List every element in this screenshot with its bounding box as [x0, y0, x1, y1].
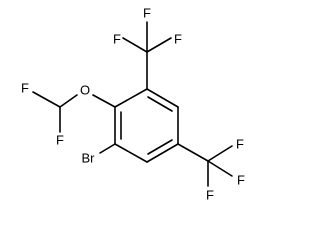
atom-f-top-left: F — [113, 31, 121, 46]
cf3-group-right: F F F — [177, 136, 245, 202]
benzene-ring — [114, 88, 179, 163]
ring-double-bond-2 — [147, 139, 173, 155]
atom-f-chf2-lower: F — [56, 132, 64, 147]
atom-f-top-mid: F — [143, 5, 151, 20]
atom-f-right-mid: F — [237, 172, 245, 187]
bond-c-f-top-left — [122, 37, 148, 53]
ring-bond-6 — [114, 88, 148, 108]
bond-ring-to-o — [92, 94, 116, 108]
bond-c-f-right-mid — [207, 160, 233, 177]
atom-o-ether: O — [80, 82, 90, 97]
bond-ring-to-cf3-right — [177, 143, 209, 162]
atom-f-right-top: F — [236, 136, 244, 151]
difluoromethoxy-group: O F F — [21, 80, 116, 147]
ring-double-bond-1 — [147, 96, 173, 112]
bond-ring-to-br — [99, 143, 116, 154]
bond-c-f-chf2-upper — [32, 91, 61, 108]
ring-bond-4 — [114, 143, 148, 163]
structure-diagram: F F F O F F Br F F F — [21, 5, 245, 202]
atom-f-chf2-upper: F — [21, 80, 29, 95]
atom-br: Br — [82, 150, 96, 165]
atom-f-right-bottom: F — [206, 187, 214, 202]
cf3-group-top: F F F — [113, 5, 182, 90]
bond-o-to-chf2 — [59, 94, 78, 108]
ring-bond-1 — [146, 88, 179, 108]
ring-bond-3 — [146, 143, 179, 163]
bond-c-f-top-right — [146, 37, 172, 53]
atom-f-top-right: F — [174, 31, 182, 46]
bromo-group: Br — [82, 143, 116, 165]
bond-c-f-right-top — [207, 145, 233, 162]
